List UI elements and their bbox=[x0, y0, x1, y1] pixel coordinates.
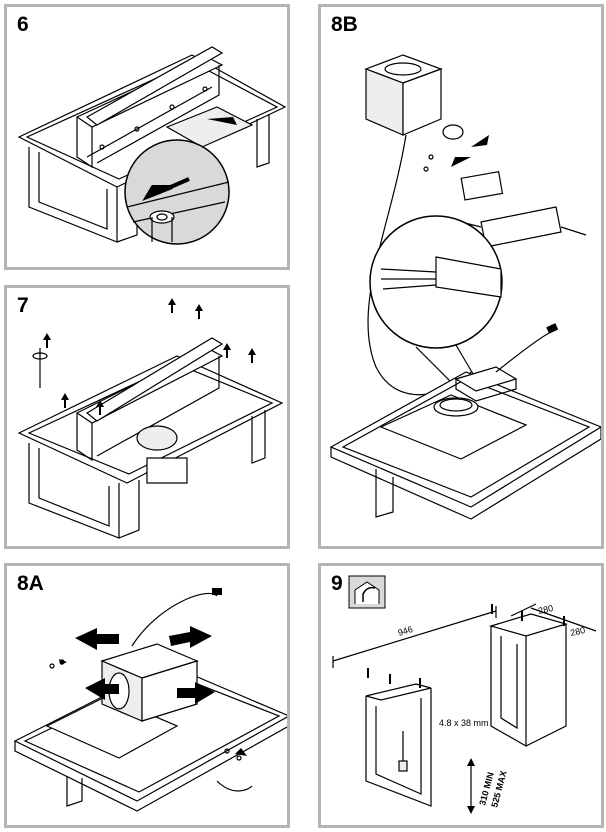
up-arrows bbox=[43, 298, 256, 415]
step-number: 8B bbox=[331, 13, 358, 36]
hood-filter-removal-drawing bbox=[17, 46, 287, 245]
ducted-installation-icon bbox=[348, 575, 386, 609]
step-number: 8A bbox=[17, 572, 44, 595]
step-9-panel: 9 bbox=[318, 563, 604, 828]
detail-magnifier bbox=[124, 139, 230, 245]
step-number: 7 bbox=[17, 294, 29, 317]
depth-dimension-a: 280 bbox=[537, 603, 554, 616]
step-number: 9 bbox=[331, 572, 343, 595]
direction-arrows bbox=[59, 626, 247, 756]
width-dimension: 946 bbox=[397, 624, 414, 638]
depth-dimension-b: 280 bbox=[569, 625, 586, 638]
step-6-panel: 6 bbox=[4, 4, 290, 270]
step-8a-panel: 8A bbox=[4, 563, 290, 828]
electrical-connection-drawing bbox=[329, 54, 601, 520]
motor-box-removal-drawing bbox=[13, 588, 287, 812]
screw-size-label: 4.8 x 38 mm bbox=[439, 718, 489, 728]
step-7-panel: 7 bbox=[4, 285, 290, 549]
step-8b-panel: 8B bbox=[318, 4, 604, 549]
hood-screws-removal-drawing bbox=[17, 298, 284, 539]
step-number: 6 bbox=[17, 13, 29, 36]
mounting-frame-dimensions-drawing: 946 280 280 4.8 x 38 mm 310 MIN 525 MAX bbox=[332, 575, 597, 814]
